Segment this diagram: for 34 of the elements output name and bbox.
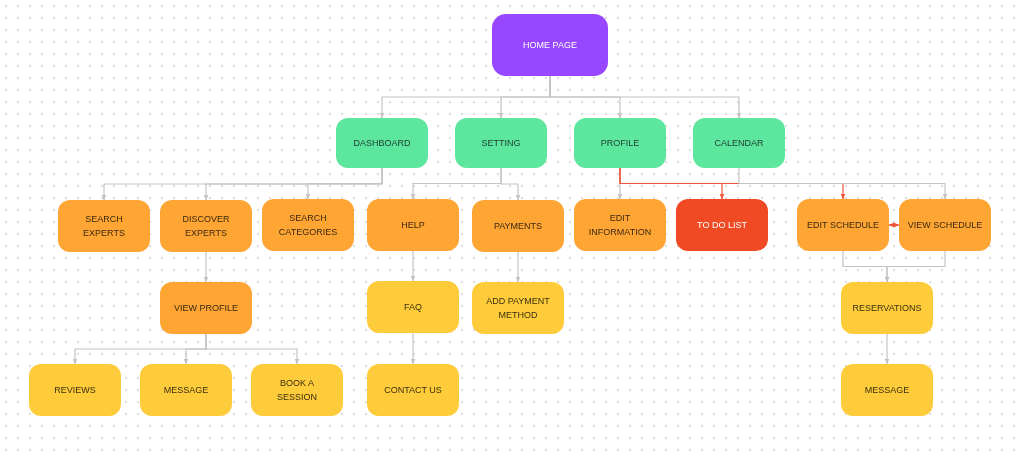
connector-arrow [515, 251, 521, 283]
connector-arrow [500, 167, 521, 201]
page-box: HELP [367, 199, 459, 251]
page-box: EDIT SCHEDULE [797, 199, 889, 251]
page-box: SEARCH EXPERTS [58, 200, 150, 252]
page-box: CONTACT US [367, 364, 459, 416]
page-box: EDIT INFORMATION [574, 199, 666, 251]
page-box: BOOK A SESSION [251, 364, 343, 416]
page-box: MESSAGE [841, 364, 933, 416]
page-box: CALENDAR [693, 118, 785, 168]
page-box: DASHBOARD [336, 118, 428, 168]
connector-arrow [305, 167, 383, 200]
page-box: REVIEWS [29, 364, 121, 416]
page-box: HOME PAGE [492, 14, 608, 76]
page-box: SETTING [455, 118, 547, 168]
connector-arrow [203, 251, 209, 283]
page-box: VIEW PROFILE [160, 282, 252, 334]
page-box: PAYMENTS [472, 200, 564, 252]
connector-arrow [738, 167, 948, 200]
page-box: FAQ [367, 281, 459, 333]
connector-arrow [410, 332, 416, 365]
page-box: SEARCH CATEGORIES [262, 199, 354, 251]
page-box: VIEW SCHEDULE [899, 199, 991, 251]
page-box: PROFILE [574, 118, 666, 168]
connector-arrow [884, 250, 946, 283]
page-box: TO DO LIST [676, 199, 768, 251]
page-box: ADD PAYMENT METHOD [472, 282, 564, 334]
page-box: RESERVATIONS [841, 282, 933, 334]
connector-arrow [410, 250, 416, 282]
connector-arrow [888, 222, 900, 228]
page-box: DISCOVER EXPERTS [160, 200, 252, 252]
connector-arrow [884, 333, 890, 365]
page-box: MESSAGE [140, 364, 232, 416]
connector-arrow [205, 333, 300, 365]
